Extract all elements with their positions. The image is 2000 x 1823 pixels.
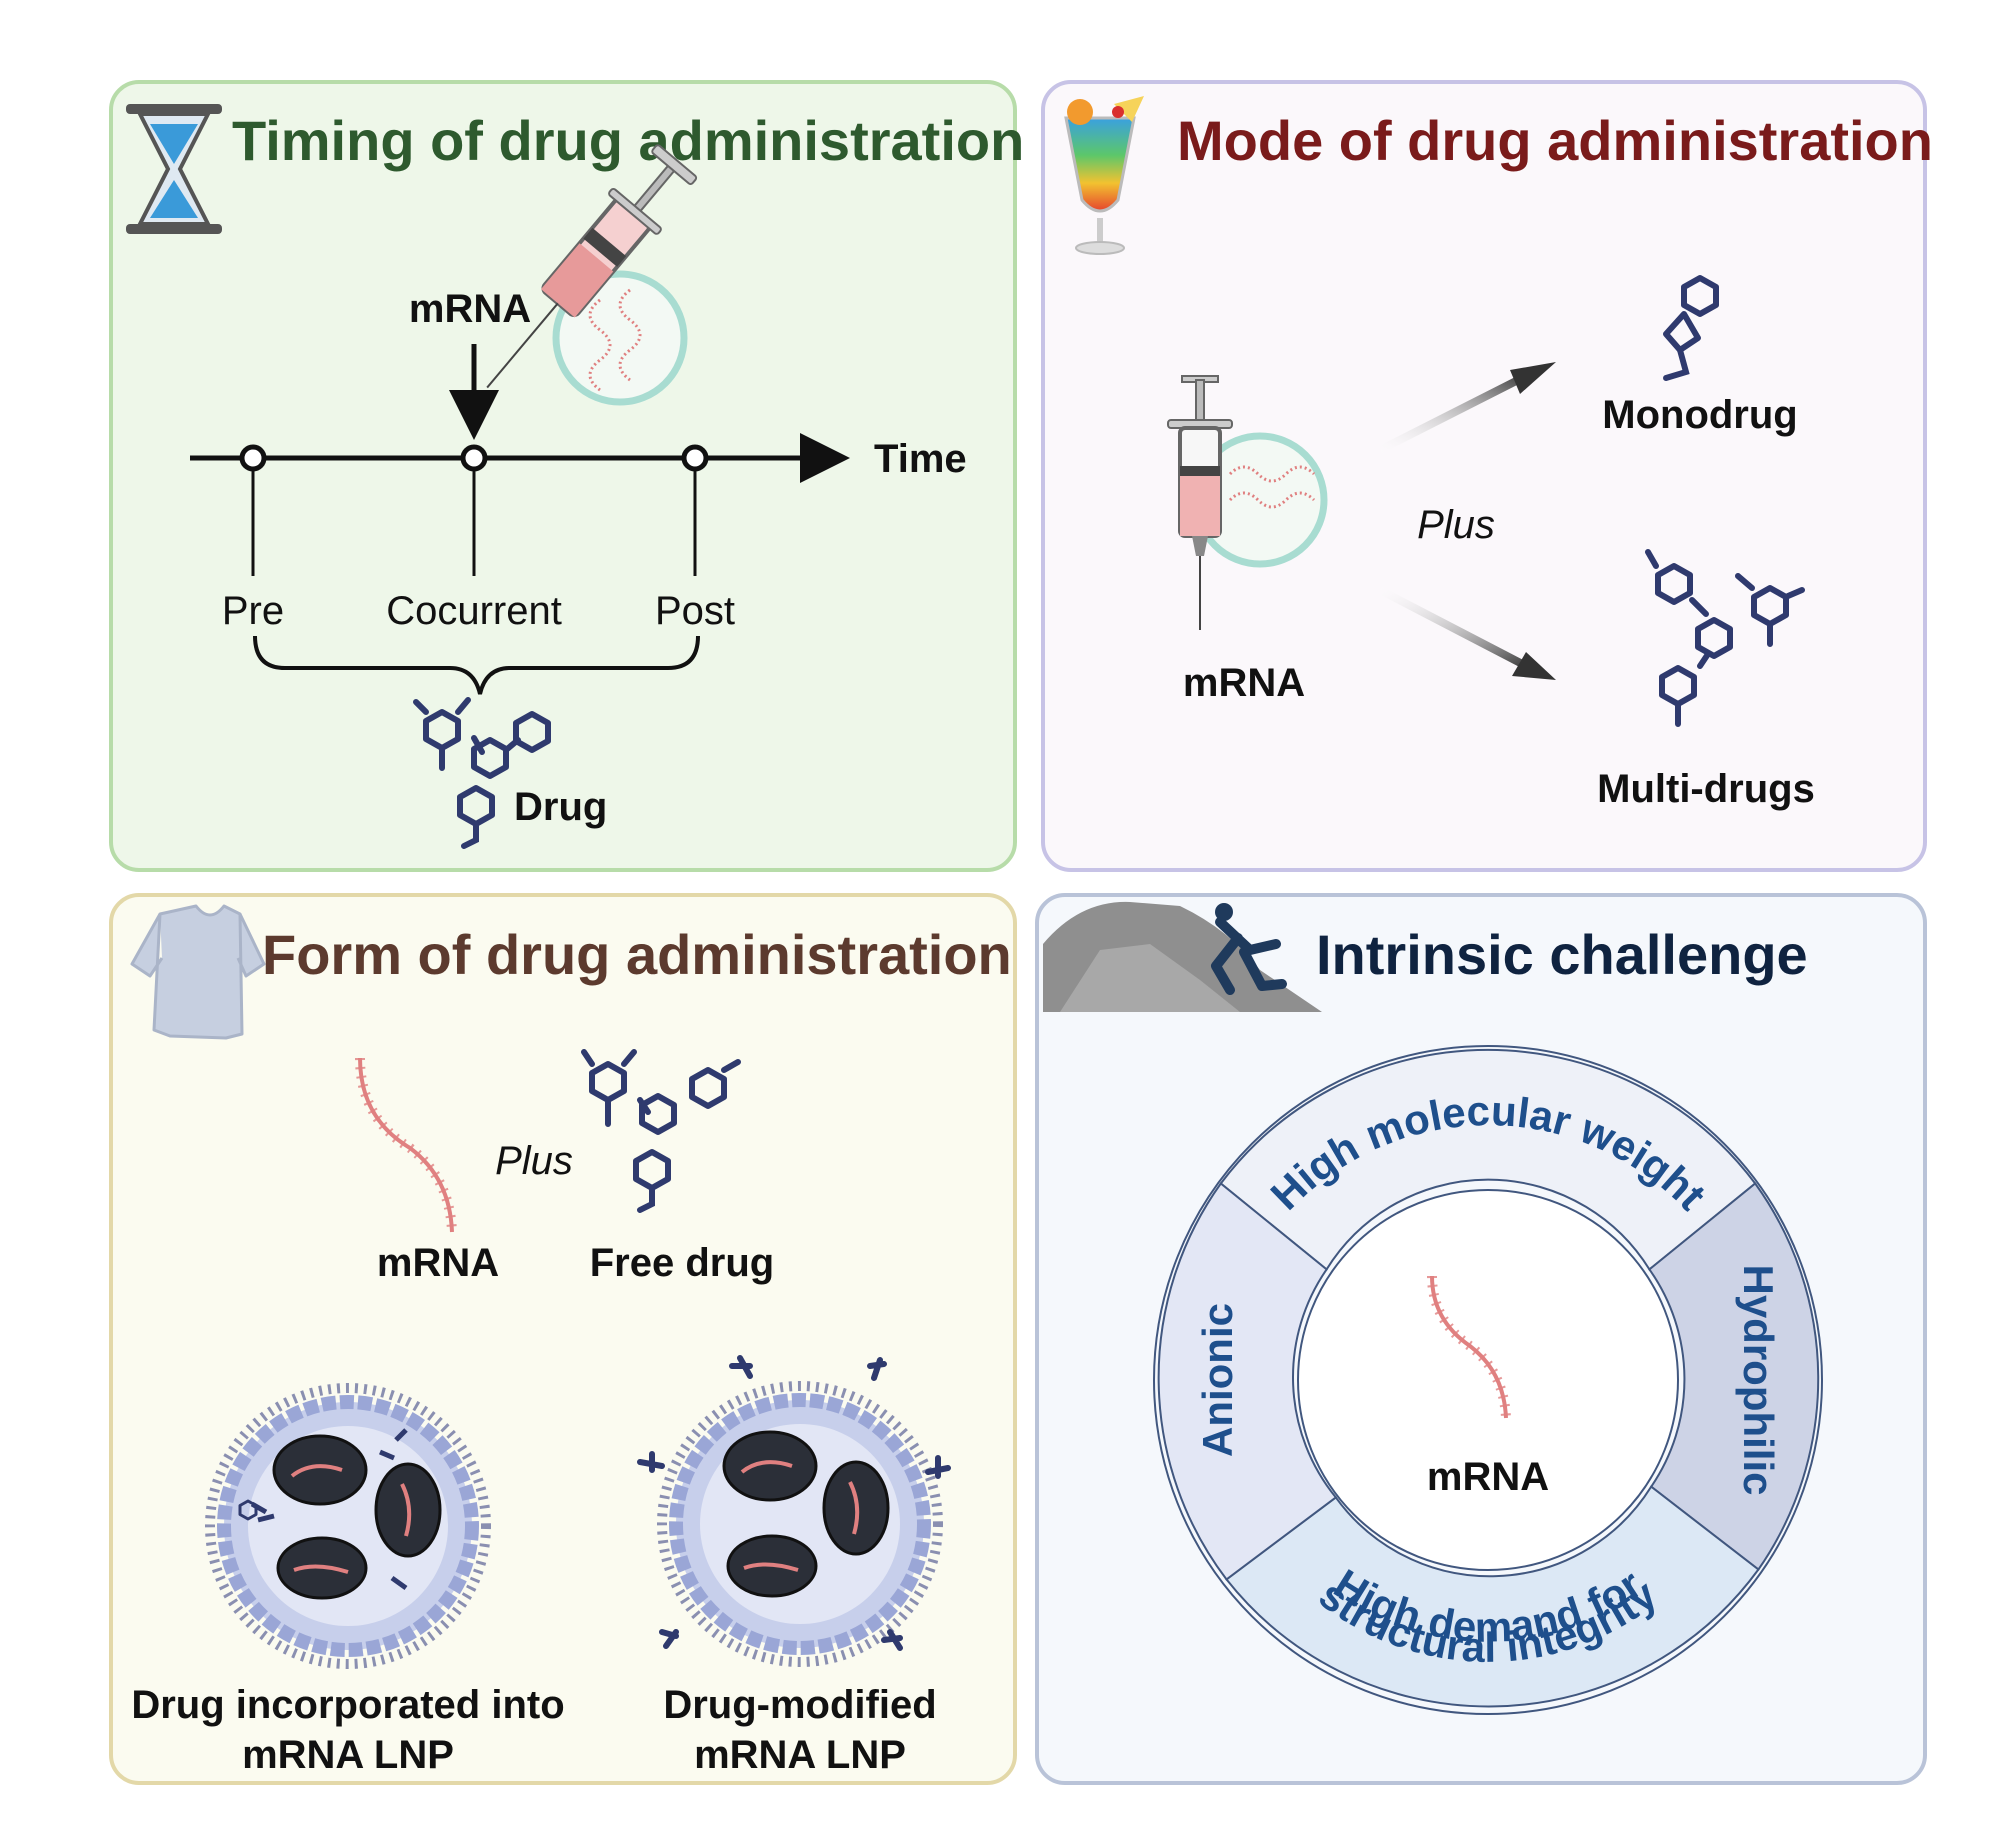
tshirt-icon [130,904,266,1040]
multidrug-label: Multi-drugs [1597,767,1815,811]
panel-mode: Mode of drug administration mRNA Plus Mo… [1041,80,1933,872]
lnp-modified-icon [637,1355,951,1667]
monodrug-label: Monodrug [1602,393,1798,437]
panel-mode-frame [1041,80,1927,872]
drug-molecule-icon [413,697,548,849]
cocktail-icon [1064,96,1144,255]
challenge-title: Intrinsic challenge [1316,923,1808,986]
free-drug-label: Free drug [590,1241,774,1285]
form-plus-label: Plus [495,1139,573,1183]
arrowhead-multidrug [1512,652,1556,680]
lnp-incorporated-label-2: mRNA LNP [242,1733,454,1777]
lnp-modified-label-1: Drug-modified [663,1683,936,1727]
panel-timing: Timing of drug administration mRNA Time [109,80,1024,872]
arrowhead-monodrug [1510,362,1556,394]
multidrug-molecule-icon [1645,549,1805,727]
form-mrna-label: mRNA [377,1241,499,1285]
hourglass-icon [126,104,222,234]
mode-title: Mode of drug administration [1177,109,1933,172]
syringe-icon [486,144,698,406]
monodrug-molecule-icon [1663,278,1716,381]
lnp-incorporated-label-1: Drug incorporated into [131,1683,564,1727]
lnp-incorporated-icon [205,1383,491,1669]
phase-post: Post [655,589,735,633]
phase-markers [239,444,709,576]
arrow-to-multidrug [1378,586,1532,672]
timing-drug-label: Drug [514,785,607,829]
form-title: Form of drug administration [262,923,1012,986]
arrow-to-monodrug [1378,370,1532,454]
segment-hydrophilic: Hydrophilic [1735,1264,1782,1495]
phase-pre: Pre [222,589,284,633]
phase-brace [253,635,700,695]
syringe-icon [1167,375,1328,630]
timing-mrna-label: mRNA [409,287,531,331]
challenge-ring [1153,1045,1823,1715]
panel-timing-frame [109,80,1017,872]
panel-challenge: Intrinsic challenge High molecular weigh… [1035,893,1927,1785]
challenge-center-label: mRNA [1427,1455,1549,1499]
mrna-strand-icon [355,1057,457,1233]
rock-climber-icon [1043,901,1322,1012]
lnp-modified-label-2: mRNA LNP [694,1733,906,1777]
mode-plus-label: Plus [1417,503,1495,547]
segment-anionic: Anionic [1194,1303,1241,1457]
timing-title: Timing of drug administration [232,109,1024,172]
phase-cocurrent: Cocurrent [386,589,562,633]
free-drug-molecule-icon [581,1049,741,1213]
mode-mrna-label: mRNA [1183,661,1305,705]
mrna-strand-icon [1427,1275,1511,1419]
time-label: Time [874,437,967,481]
panel-form: Form of drug administration mRNA Plus Fr… [109,893,1017,1785]
panel-form-frame [109,893,1017,1785]
